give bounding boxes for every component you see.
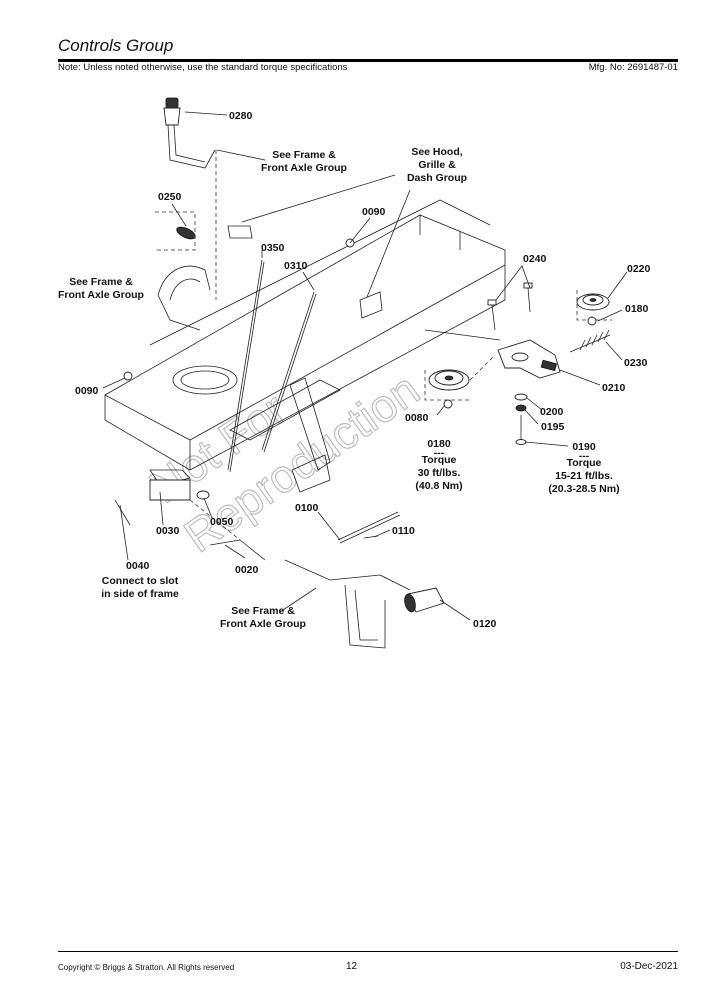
label-torque-2-value: 15-21 ft/lbs. bbox=[555, 470, 613, 482]
label-0220: 0220 bbox=[627, 263, 651, 275]
header-rule bbox=[58, 59, 678, 62]
label-0230: 0230 bbox=[624, 357, 648, 369]
label-see-hood-2: Grille & bbox=[418, 159, 456, 171]
label-see-frame-top-2: Front Axle Group bbox=[261, 162, 347, 174]
mfg-number: Mfg. No: 2691487-01 bbox=[588, 62, 678, 73]
bolts-0240 bbox=[487, 282, 533, 331]
label-connect-1: Connect to slot bbox=[102, 575, 179, 587]
label-see-hood-3: Dash Group bbox=[407, 172, 467, 184]
label-see-frame-bottom-1: See Frame & bbox=[231, 605, 295, 617]
leader-lines bbox=[102, 111, 628, 621]
label-0090-top: 0090 bbox=[362, 206, 386, 218]
label-0180-bottom: 0180 bbox=[427, 438, 451, 450]
label-connect-2: in side of frame bbox=[101, 588, 179, 600]
label-see-frame-top-1: See Frame & bbox=[272, 149, 336, 161]
label-torque-1-metric: (40.8 Nm) bbox=[415, 480, 462, 492]
print-date: 03-Dec-2021 bbox=[620, 961, 678, 972]
label-0210: 0210 bbox=[602, 382, 626, 394]
torque-note: Note: Unless noted otherwise, use the st… bbox=[58, 62, 348, 73]
label-0100: 0100 bbox=[295, 502, 319, 514]
footer-rule bbox=[58, 951, 678, 952]
spring-0230 bbox=[569, 329, 611, 353]
frame-assembly bbox=[104, 199, 506, 493]
pulley-0220 bbox=[576, 290, 612, 326]
hardware-stack bbox=[514, 393, 528, 445]
page-title: Controls Group bbox=[58, 36, 174, 55]
callout-labels: 0280 See Frame & Front Axle Group See Ho… bbox=[58, 110, 650, 630]
pulley-0080 bbox=[424, 369, 470, 409]
label-see-hood-1: See Hood, bbox=[411, 146, 462, 158]
label-torque-2-metric: (20.3-28.5 Nm) bbox=[548, 483, 619, 495]
label-see-frame-left-2: Front Axle Group bbox=[58, 289, 144, 301]
label-dash-2: --- bbox=[579, 450, 590, 462]
label-0190: 0190 bbox=[572, 441, 596, 453]
copyright: Copyright © Briggs & Stratton. All Right… bbox=[58, 963, 235, 972]
label-see-frame-left-1: See Frame & bbox=[69, 276, 133, 288]
label-0180-top: 0180 bbox=[625, 303, 649, 315]
label-dash-1: --- bbox=[434, 447, 445, 459]
label-0040: 0040 bbox=[126, 560, 150, 572]
label-0090-left: 0090 bbox=[75, 385, 99, 397]
page-number: 12 bbox=[346, 961, 358, 972]
label-torque-1-value: 30 ft/lbs. bbox=[418, 467, 461, 479]
label-0030: 0030 bbox=[156, 525, 180, 537]
label-0310: 0310 bbox=[284, 260, 308, 272]
label-0240: 0240 bbox=[523, 253, 547, 265]
label-torque-1: Torque bbox=[422, 454, 457, 466]
idler-arm-0210 bbox=[464, 339, 561, 386]
rods bbox=[227, 225, 317, 473]
label-0250: 0250 bbox=[158, 191, 182, 203]
rod-0100 bbox=[337, 511, 401, 544]
label-0080: 0080 bbox=[405, 412, 429, 424]
shift-lever-0280 bbox=[163, 97, 217, 300]
pedal-assembly bbox=[284, 559, 445, 649]
label-torque-2: Torque bbox=[567, 457, 602, 469]
label-0280: 0280 bbox=[229, 110, 253, 122]
label-0200: 0200 bbox=[540, 406, 564, 418]
label-0120: 0120 bbox=[473, 618, 497, 630]
label-0110: 0110 bbox=[392, 525, 415, 537]
grip-0250 bbox=[155, 211, 196, 251]
label-0050: 0050 bbox=[210, 516, 234, 528]
label-0195: 0195 bbox=[541, 421, 565, 433]
lift-handle-left bbox=[157, 265, 211, 331]
label-0020: 0020 bbox=[235, 564, 259, 576]
label-see-frame-bottom-2: Front Axle Group bbox=[220, 618, 306, 630]
watermark: Not For Reproduction bbox=[140, 362, 429, 563]
label-0350: 0350 bbox=[261, 242, 285, 254]
